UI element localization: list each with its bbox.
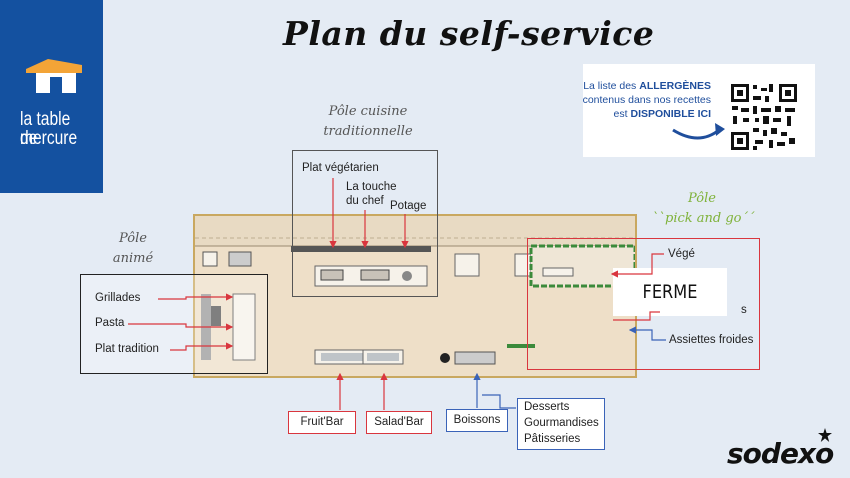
gourmandises-label: Gourmandises: [524, 417, 599, 429]
station-label-potage: Potage: [390, 200, 427, 212]
desserts-box: Desserts Gourmandises Pâtisseries: [517, 398, 605, 450]
brand-logo-panel: la table de mercure: [0, 0, 103, 193]
zone-cuisine-title-line2: traditionnelle: [323, 124, 413, 139]
qr-code-icon: [729, 82, 799, 152]
station-label-vegetarian: Plat végétarien: [302, 162, 379, 174]
pickgo-zone-box: [527, 238, 760, 370]
qr-card-line3: est DISPONIBLE ICI: [613, 108, 711, 120]
cuisine-zone-box: [292, 150, 438, 297]
qr-card-line2: contenus dans nos recettes: [582, 94, 711, 106]
zone-cuisine-title-line1: Pôle cuisine: [328, 104, 408, 119]
fruit-bar-box: Fruit'Bar: [288, 411, 356, 434]
house-icon: [26, 59, 82, 93]
zone-anime-title-line1: Pôle: [119, 231, 147, 246]
logo-text-line2: mercure: [20, 128, 78, 149]
closed-sign-text: FERME: [642, 281, 698, 303]
page-title: Plan du self-service: [283, 14, 655, 53]
logo-text-line1: la table de: [20, 109, 71, 149]
star-icon: [818, 428, 832, 442]
qr-card-line1: La liste des ALLERGÈNES: [583, 80, 711, 92]
allergen-qr-card[interactable]: La liste des ALLERGÈNES contenus dans no…: [583, 64, 815, 157]
station-label-chef-line2: du chef: [346, 195, 384, 207]
station-label-assiettes-froides: Assiettes froides: [669, 334, 754, 346]
sodexo-logo: sodexo: [727, 437, 834, 470]
station-label-pasta: Pasta: [95, 317, 125, 329]
station-label-grillades: Grillades: [95, 292, 141, 304]
desserts-label: Desserts: [524, 401, 570, 413]
zone-pickgo-title-line1: Pôle: [688, 191, 716, 206]
station-label-chef-line1: La touche: [346, 181, 397, 193]
closed-sign: FERME: [613, 268, 727, 316]
boissons-box: Boissons: [446, 409, 508, 432]
station-label-salades-suffix: s: [741, 304, 747, 316]
arrow-icon: [672, 123, 725, 140]
zone-anime-title-line2: animé: [112, 251, 154, 266]
salad-bar-box: Salad'Bar: [366, 411, 432, 434]
patisseries-label: Pâtisseries: [524, 433, 581, 445]
station-label-vege: Végé: [668, 248, 695, 260]
zone-pickgo-title-line2: ``pick and go´´: [652, 211, 755, 226]
station-label-plat-tradition: Plat tradition: [95, 343, 159, 355]
